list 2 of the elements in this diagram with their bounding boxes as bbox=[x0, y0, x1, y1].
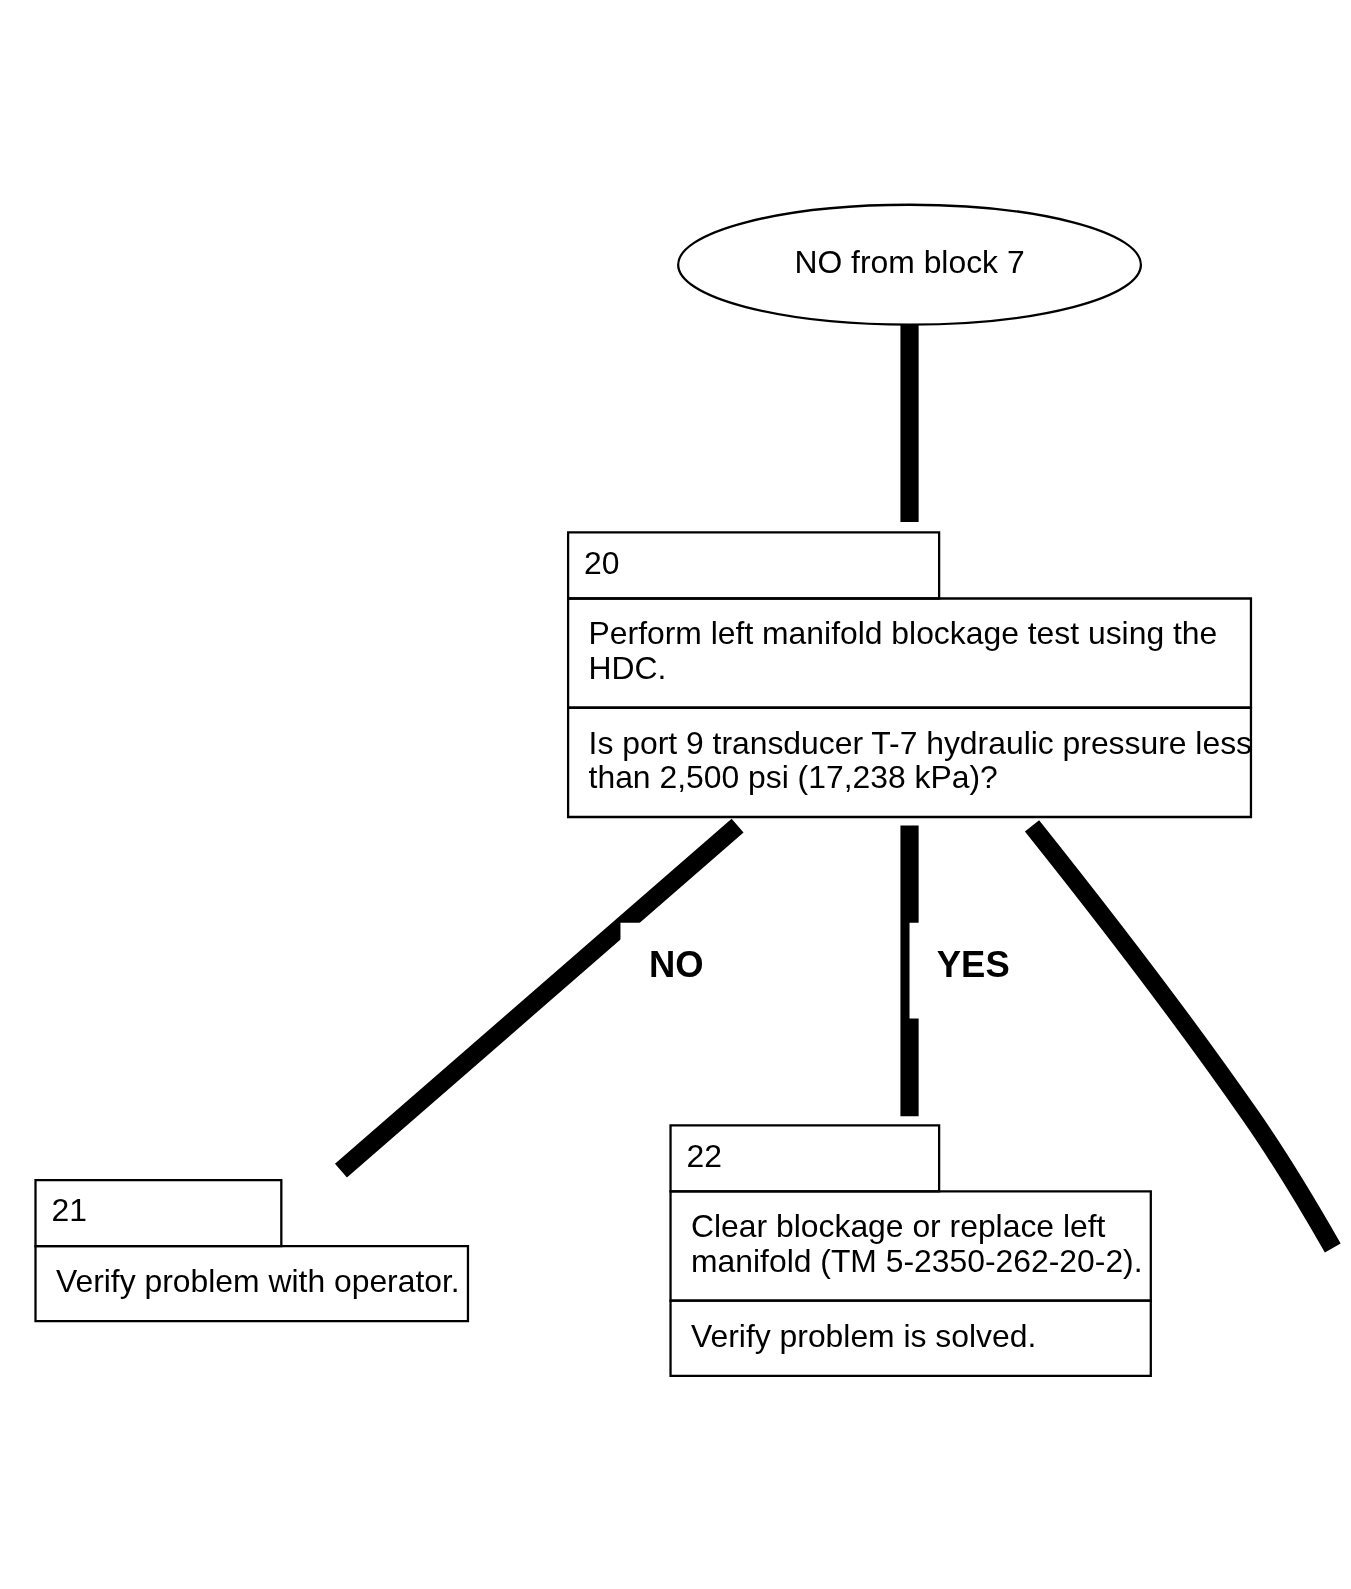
edge-label: NO bbox=[648, 943, 704, 985]
edge-label: YES bbox=[936, 943, 1010, 985]
